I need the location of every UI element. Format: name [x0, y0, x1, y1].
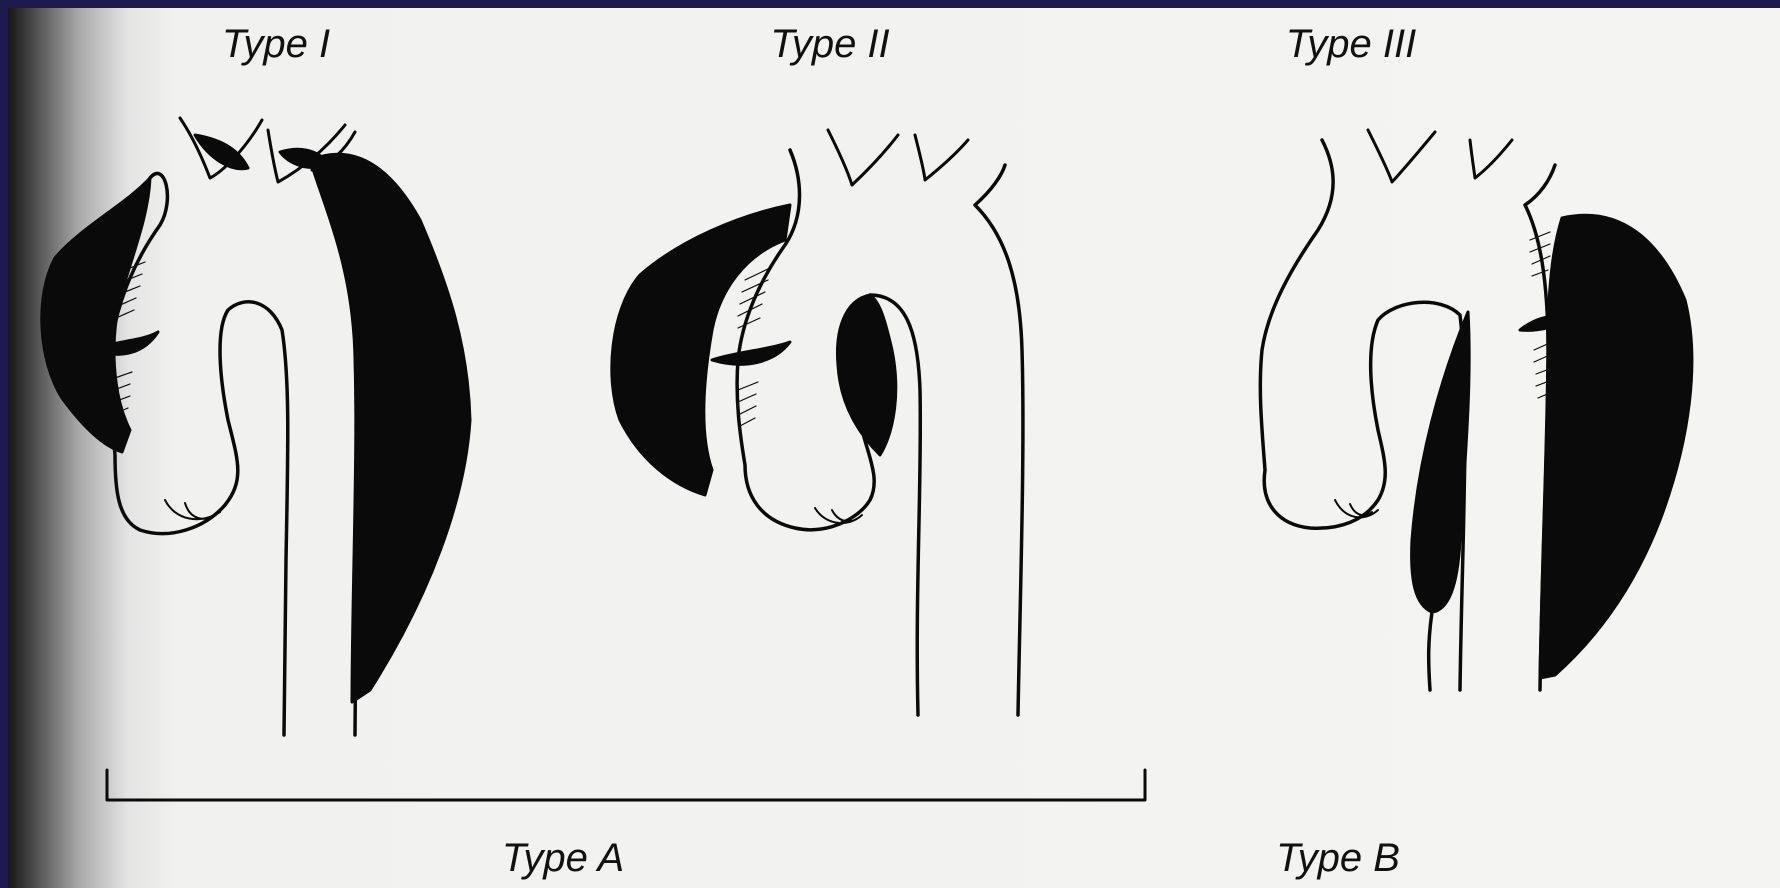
figure-page: Type I Type II Type III Type A Type B	[8, 8, 1780, 888]
type-a-bracket	[107, 770, 1145, 800]
aorta-type-iii	[1260, 130, 1692, 690]
false-lumen-inner-iii	[1412, 312, 1470, 612]
false-lumen-ascending-i	[42, 178, 150, 452]
false-lumen-descending-iii	[1540, 215, 1692, 678]
aorta-type-i	[42, 118, 470, 735]
aorta-type-ii	[612, 130, 1023, 715]
aortic-dissection-illustration	[8, 8, 1780, 888]
false-lumen-arch-ii	[837, 295, 895, 455]
